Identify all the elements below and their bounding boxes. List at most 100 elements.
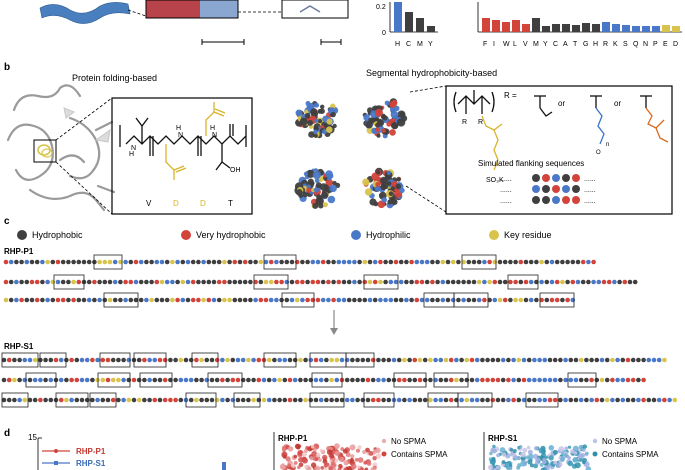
globule-bead: [295, 109, 303, 117]
sequence-residue: [266, 397, 272, 403]
sequence-residue: [43, 377, 48, 383]
scatter-point: [513, 455, 519, 461]
globule-bead: [310, 181, 315, 186]
sequence-residue: [563, 377, 568, 383]
sequence-residue: [268, 297, 274, 303]
scatter-point: [309, 456, 314, 461]
sequence-residue: [282, 397, 288, 403]
sequence-residue: [222, 279, 227, 285]
scatter-point: [563, 453, 568, 457]
sequence-residue: [506, 357, 511, 363]
sequence-residue: [542, 397, 548, 403]
sequence-residue: [128, 279, 134, 285]
sequence-residue: [183, 377, 189, 383]
right-bar-category: L: [513, 41, 517, 48]
sequence-residue: [523, 259, 529, 265]
right-bar: [522, 24, 530, 32]
sequence-residue: [487, 297, 492, 303]
sequence-residue: [521, 397, 527, 403]
globule-bead: [380, 176, 388, 184]
scatter-point: [338, 463, 343, 469]
right-bar: [662, 25, 670, 32]
flank-dots: ......: [500, 198, 512, 205]
scatter-point: [311, 450, 318, 457]
sequence-residue: [578, 377, 584, 383]
sequence-residue: [552, 377, 558, 383]
sequence-residue: [227, 297, 232, 303]
residue-v: V: [146, 199, 152, 208]
sequence-residue: [287, 377, 293, 383]
sequence-residue: [388, 297, 394, 303]
right-bar: [512, 20, 520, 32]
sequence-residue: [149, 259, 154, 265]
sequence-residue: [482, 259, 487, 265]
sequence-residue: [646, 397, 652, 403]
sequence-residue: [22, 357, 28, 363]
sequence-residue: [641, 357, 646, 363]
sequence-residue: [464, 377, 470, 383]
sequence-residue: [409, 259, 414, 265]
sequence-residue: [38, 357, 43, 363]
sequence-residue: [230, 397, 236, 403]
sequence-residue: [326, 259, 331, 265]
motif-box: [345, 352, 375, 368]
right-bar-category: P: [653, 41, 658, 48]
sequence-residue: [138, 297, 144, 303]
sequence-residue: [209, 397, 215, 403]
sequence-residue: [216, 259, 222, 265]
amide-n-1: N: [131, 145, 136, 152]
motif-box: [93, 254, 123, 270]
sequence-residue: [511, 357, 516, 363]
scatter-point: [496, 453, 501, 458]
globule-bead: [330, 111, 336, 118]
sequence-residue: [528, 259, 534, 265]
panel-label-c: c: [4, 216, 10, 227]
scatter-point: [334, 451, 340, 457]
motif-box: [567, 372, 597, 388]
scatter-point: [293, 454, 298, 459]
sequence-residue: [443, 377, 449, 383]
sequence-residue: [485, 357, 490, 363]
sequence-residue: [185, 259, 191, 265]
globule-bead: [332, 123, 337, 129]
globule-bead: [325, 170, 333, 178]
sequence-residue: [502, 259, 508, 265]
sequence-residue: [272, 377, 277, 383]
sequence-residue: [188, 377, 194, 383]
right-bar-category: A: [563, 41, 568, 48]
motif-box: [263, 254, 297, 270]
sequence-residue: [417, 377, 423, 383]
globule-bead: [375, 127, 380, 132]
sequence-residue: [578, 357, 584, 363]
scatter-point: [363, 460, 368, 465]
polymer-backbone: [453, 90, 495, 114]
sequence-residue: [589, 377, 594, 383]
sequence-residue: [43, 397, 48, 403]
sequence-residue: [310, 279, 316, 285]
left-bar: [405, 12, 413, 32]
rhp-s1-sequences: [1, 352, 678, 408]
sequence-residue: [346, 279, 352, 285]
sequence-residue: [412, 397, 418, 403]
sequence-residue: [251, 397, 256, 403]
sequence-residue: [66, 279, 71, 285]
sequence-residue: [466, 259, 472, 265]
sequence-residue: [381, 377, 386, 383]
sequence-residue: [383, 259, 388, 265]
sequence-residue: [549, 279, 555, 285]
sequence-residue: [235, 377, 241, 383]
scatter-point: [318, 458, 322, 462]
sequence-residue: [55, 297, 61, 303]
globule-bead: [313, 129, 318, 135]
sequence-residue: [365, 397, 371, 403]
sequence-residue: [450, 259, 456, 265]
sequence-residue: [542, 377, 548, 383]
sequence-residue: [528, 297, 534, 303]
sequence-residue: [159, 297, 165, 303]
sequence-residue: [497, 279, 503, 285]
sequence-residue: [487, 259, 492, 265]
sequence-residue: [201, 297, 206, 303]
sequence-residue: [196, 279, 201, 285]
scatter-point: [304, 465, 308, 469]
